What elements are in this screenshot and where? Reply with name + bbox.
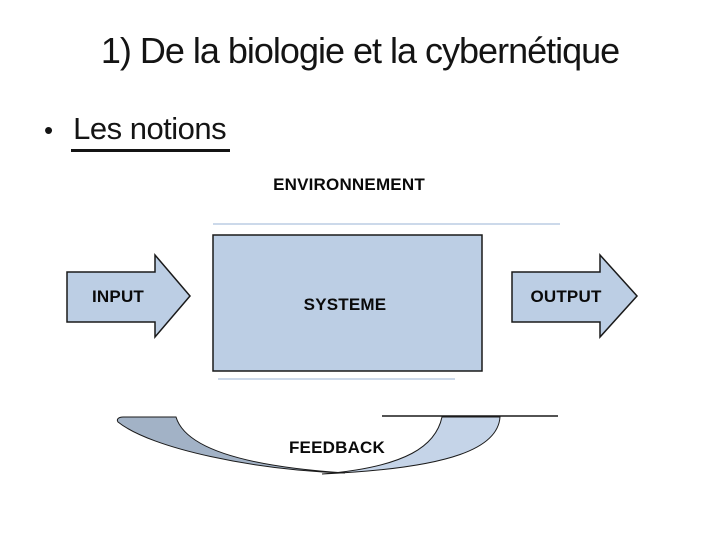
systeme-label: SYSTEME (303, 295, 387, 314)
page-title: 1) De la biologie et la cybernétique (100, 30, 620, 71)
bullet-item: • Les notions (44, 110, 231, 152)
environment-label: ENVIRONNEMENT (273, 175, 425, 194)
input-arrow (66, 252, 191, 340)
bullet-label: Les notions (71, 110, 231, 152)
output-label: OUTPUT (530, 287, 602, 306)
bullet-marker: • (44, 115, 54, 145)
feedback-label: FEEDBACK (288, 438, 386, 457)
input-label: INPUT (92, 287, 144, 306)
feedback-curve-left (116, 416, 346, 474)
systeme-box (212, 234, 483, 372)
output-arrow (511, 253, 639, 339)
feedback-curve-right (321, 416, 501, 475)
